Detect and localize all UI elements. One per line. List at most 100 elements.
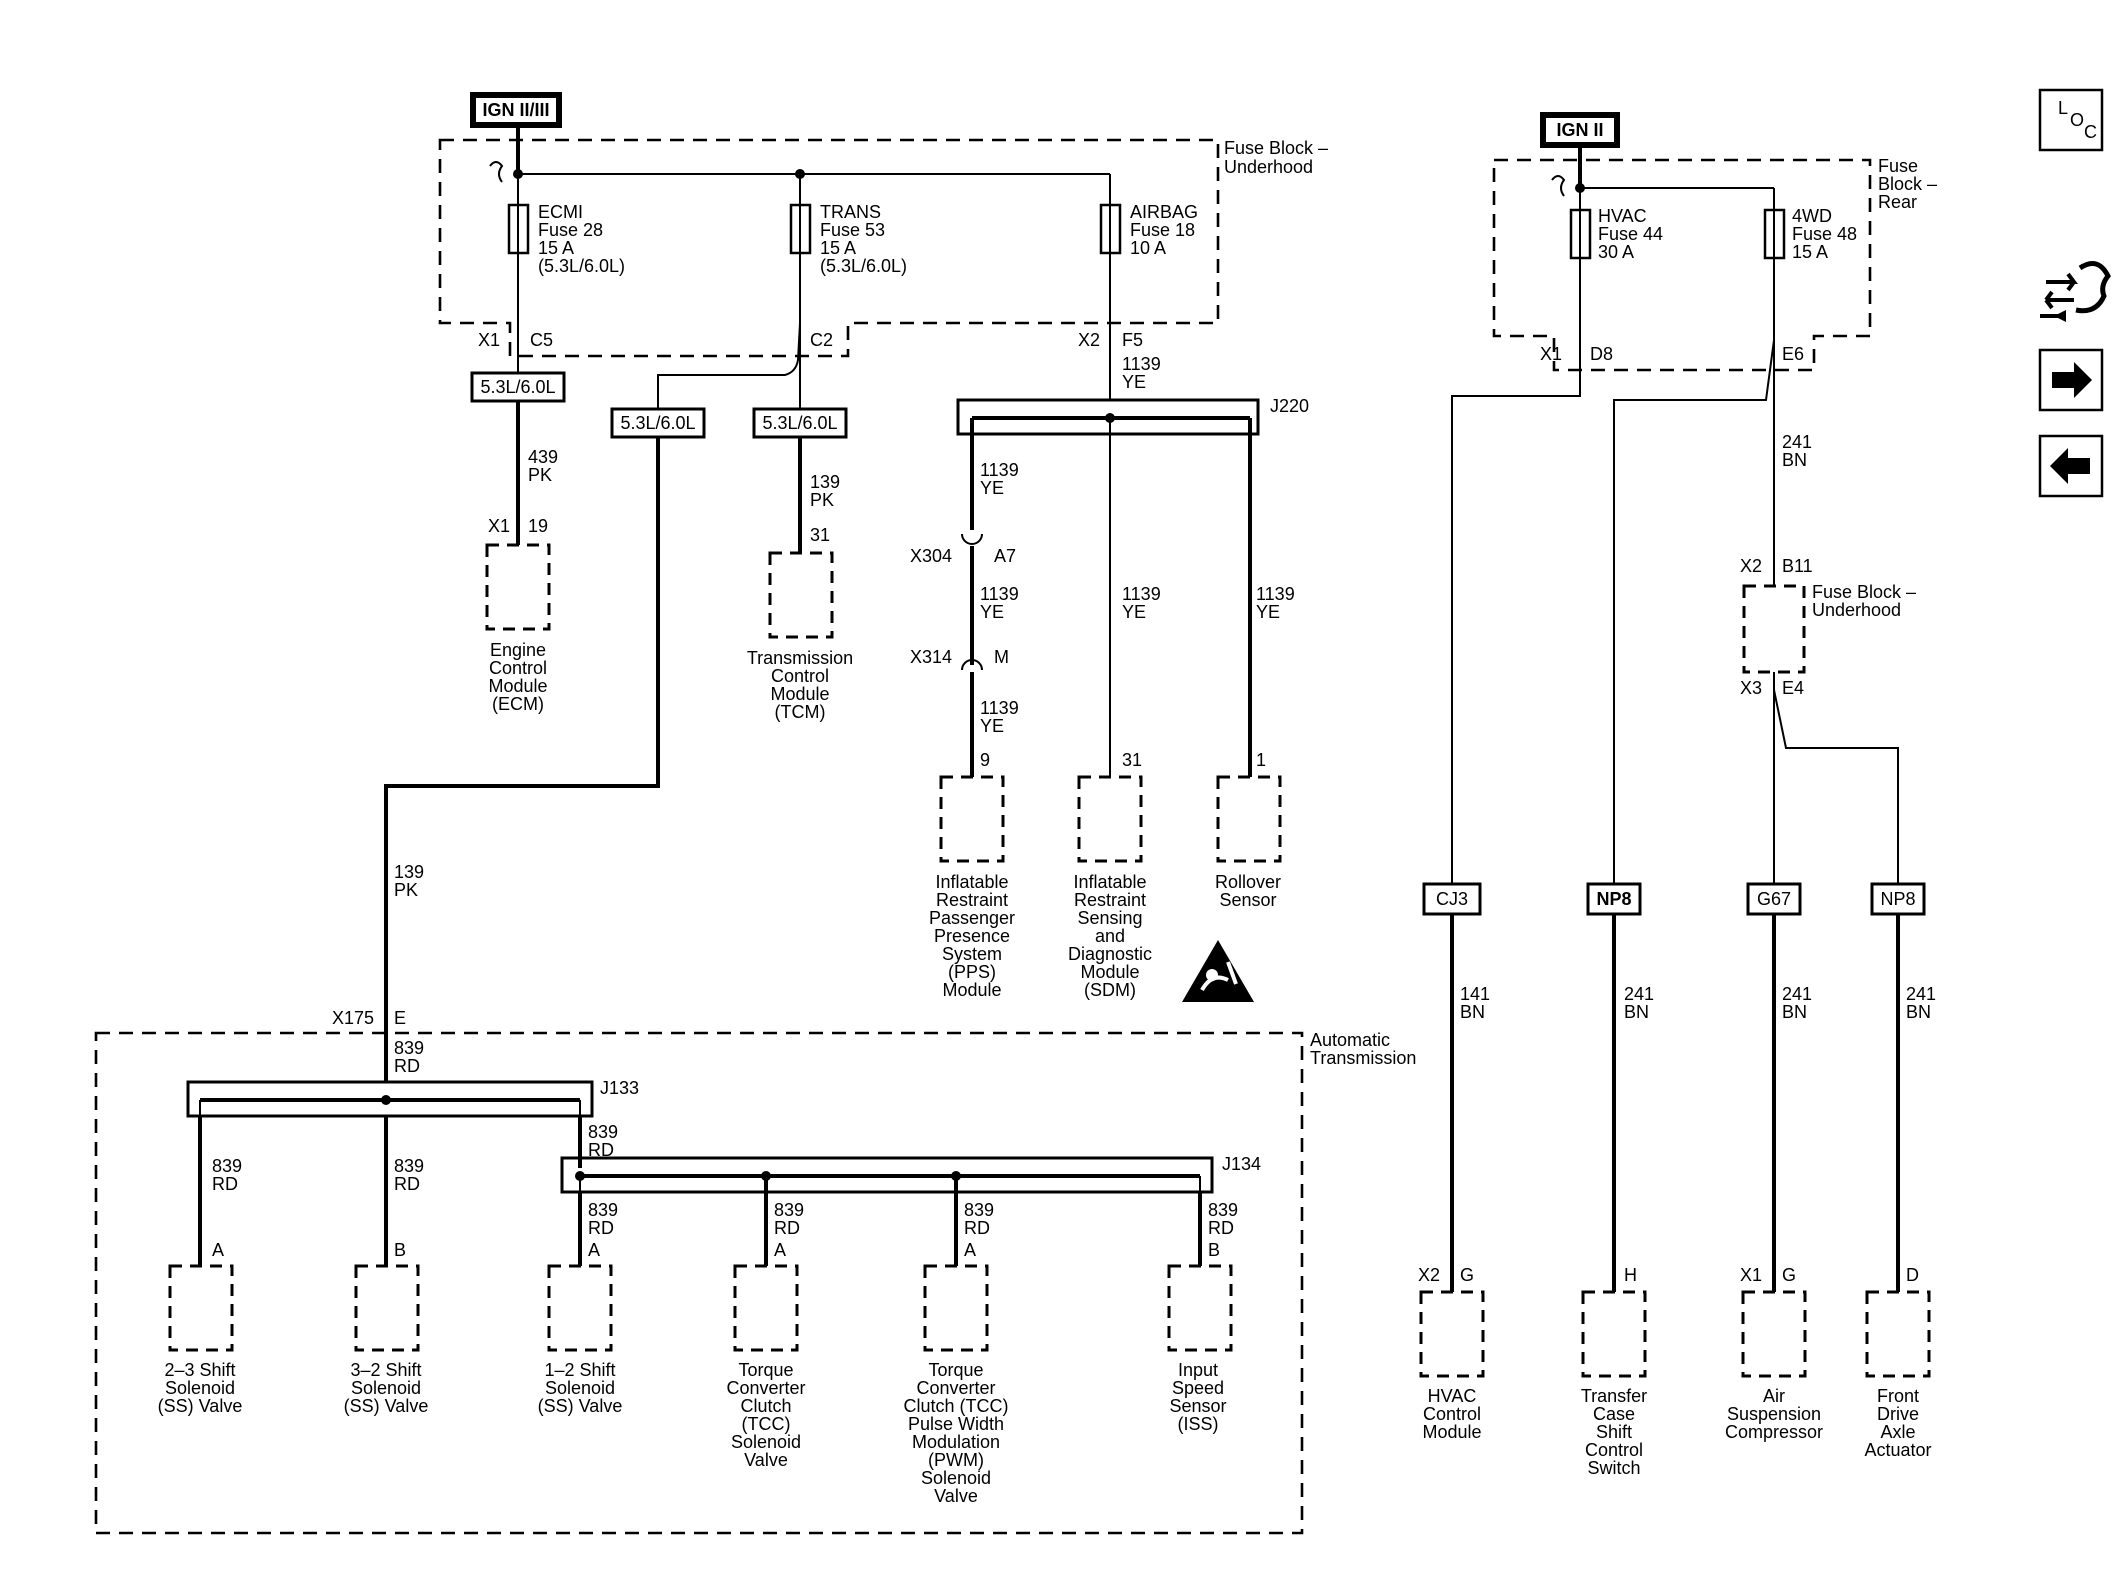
svg-text:A: A xyxy=(774,1240,786,1260)
svg-text:839: 839 xyxy=(212,1156,242,1176)
svg-text:Passenger: Passenger xyxy=(929,908,1015,928)
front-axle-actuator-label: Front Drive Axle Actuator xyxy=(1864,1386,1931,1460)
ss23-label: 2–3 Shift Solenoid (SS) Valve xyxy=(158,1360,243,1416)
svg-text:G: G xyxy=(1460,1265,1474,1285)
svg-text:BN: BN xyxy=(1782,450,1807,470)
svg-text:Valve: Valve xyxy=(744,1450,788,1470)
location-icon[interactable]: L O C xyxy=(2038,88,2104,152)
splice-j133: J133 xyxy=(186,1078,639,1118)
sdm-connector xyxy=(1077,775,1143,863)
svg-text:141: 141 xyxy=(1460,984,1490,1004)
svg-text:RD: RD xyxy=(774,1218,800,1238)
svg-text:839: 839 xyxy=(774,1200,804,1220)
svg-text:Solenoid: Solenoid xyxy=(921,1468,991,1488)
svg-text:Underhood: Underhood xyxy=(1224,157,1313,177)
svg-text:L: L xyxy=(2058,98,2068,118)
svg-text:Control: Control xyxy=(1423,1404,1481,1424)
svg-text:Shift: Shift xyxy=(1596,1422,1632,1442)
tcc-label: Torque Converter Clutch (TCC) Solenoid V… xyxy=(726,1360,805,1470)
svg-text:Diagnostic: Diagnostic xyxy=(1068,944,1152,964)
svg-text:Solenoid: Solenoid xyxy=(731,1432,801,1452)
svg-text:439: 439 xyxy=(528,447,558,467)
svg-text:9: 9 xyxy=(980,750,990,770)
svg-text:Torque: Torque xyxy=(928,1360,983,1380)
svg-text:(TCM): (TCM) xyxy=(775,702,826,722)
iss-connector xyxy=(1167,1264,1233,1352)
svg-text:A: A xyxy=(588,1240,600,1260)
svg-text:B11: B11 xyxy=(1782,556,1813,576)
pwm-label: Torque Converter Clutch (TCC) Pulse Widt… xyxy=(903,1360,1008,1506)
svg-text:F5: F5 xyxy=(1122,330,1143,350)
hvac-module-label: HVAC Control Module xyxy=(1422,1386,1481,1442)
svg-text:X1: X1 xyxy=(478,330,500,350)
svg-text:Restraint: Restraint xyxy=(936,890,1008,910)
previous-page-icon[interactable] xyxy=(2038,434,2104,498)
rollover-connector xyxy=(1216,775,1282,863)
rollover-label: Rollover Sensor xyxy=(1215,872,1281,910)
svg-text:RD: RD xyxy=(588,1140,614,1160)
svg-text:HVAC: HVAC xyxy=(1428,1386,1477,1406)
fuse-block-rear-label: Fuse Block – Rear xyxy=(1878,156,1937,212)
svg-text:E: E xyxy=(394,1008,406,1028)
svg-text:Solenoid: Solenoid xyxy=(165,1378,235,1398)
svg-text:Valve: Valve xyxy=(934,1486,978,1506)
svg-text:Module: Module xyxy=(770,684,829,704)
svg-text:Rollover: Rollover xyxy=(1215,872,1281,892)
svg-text:(SS) Valve: (SS) Valve xyxy=(344,1396,429,1416)
ss32-label: 3–2 Shift Solenoid (SS) Valve xyxy=(344,1360,429,1416)
svg-text:839: 839 xyxy=(588,1200,618,1220)
svg-text:HVAC: HVAC xyxy=(1598,206,1647,226)
svg-text:X175: X175 xyxy=(332,1008,374,1028)
fuse-ecmi: ECMI Fuse 28 15 A (5.3L/6.0L) xyxy=(507,174,625,276)
svg-text:X2: X2 xyxy=(1078,330,1100,350)
svg-text:AIRBAG: AIRBAG xyxy=(1130,202,1198,222)
svg-text:(PWM): (PWM) xyxy=(928,1450,984,1470)
component-view-icon[interactable] xyxy=(2040,261,2111,323)
next-page-icon[interactable] xyxy=(2038,348,2104,412)
svg-text:G: G xyxy=(1782,1265,1796,1285)
svg-text:Fuse Block –: Fuse Block – xyxy=(1224,138,1328,158)
svg-text:C: C xyxy=(2084,122,2097,142)
svg-text:1139: 1139 xyxy=(980,698,1019,718)
svg-text:X1: X1 xyxy=(488,516,510,536)
svg-text:Air: Air xyxy=(1763,1386,1785,1406)
svg-text:C5: C5 xyxy=(530,330,553,350)
pps-connector xyxy=(939,775,1005,863)
option-code-np8-a: NP8 xyxy=(1586,882,1642,916)
splice-j220: J220 xyxy=(956,396,1309,436)
svg-text:Transfer: Transfer xyxy=(1581,1386,1647,1406)
svg-text:J133: J133 xyxy=(600,1078,639,1098)
svg-text:1–2 Shift: 1–2 Shift xyxy=(544,1360,615,1380)
svg-text:1139: 1139 xyxy=(1122,584,1161,604)
svg-text:Control: Control xyxy=(771,666,829,686)
svg-text:Solenoid: Solenoid xyxy=(545,1378,615,1398)
ss23-connector xyxy=(168,1264,234,1352)
svg-text:System: System xyxy=(942,944,1002,964)
option-code-cj3: CJ3 xyxy=(1422,882,1482,916)
svg-text:X314: X314 xyxy=(910,647,952,667)
svg-text:839: 839 xyxy=(394,1156,424,1176)
option-box-tcm: 5.3L/6.0L xyxy=(752,407,848,439)
svg-text:241: 241 xyxy=(1782,432,1812,452)
svg-text:E6: E6 xyxy=(1782,344,1804,364)
svg-text:Sensor: Sensor xyxy=(1219,890,1276,910)
option-code-np8-b: NP8 xyxy=(1870,882,1926,916)
fuse-block-underhood-2-outline xyxy=(1742,584,1806,674)
svg-text:Fuse 48: Fuse 48 xyxy=(1792,224,1857,244)
svg-text:Modulation: Modulation xyxy=(912,1432,1000,1452)
svg-text:5.3L/6.0L: 5.3L/6.0L xyxy=(762,413,837,433)
svg-text:X3: X3 xyxy=(1740,678,1762,698)
iss-label: Input Speed Sensor (ISS) xyxy=(1169,1360,1226,1434)
svg-text:RD: RD xyxy=(212,1174,238,1194)
svg-text:Engine: Engine xyxy=(490,640,546,660)
svg-text:10 A: 10 A xyxy=(1130,238,1166,258)
splice-j134: J134 xyxy=(560,1154,1261,1194)
svg-text:5.3L/6.0L: 5.3L/6.0L xyxy=(480,377,555,397)
transfer-case-switch-connector xyxy=(1581,1290,1647,1378)
svg-text:RD: RD xyxy=(1208,1218,1234,1238)
air-compressor-connector xyxy=(1741,1290,1807,1378)
svg-text:PK: PK xyxy=(528,465,552,485)
svg-text:(ECM): (ECM) xyxy=(492,694,544,714)
svg-text:Fuse 53: Fuse 53 xyxy=(820,220,885,240)
